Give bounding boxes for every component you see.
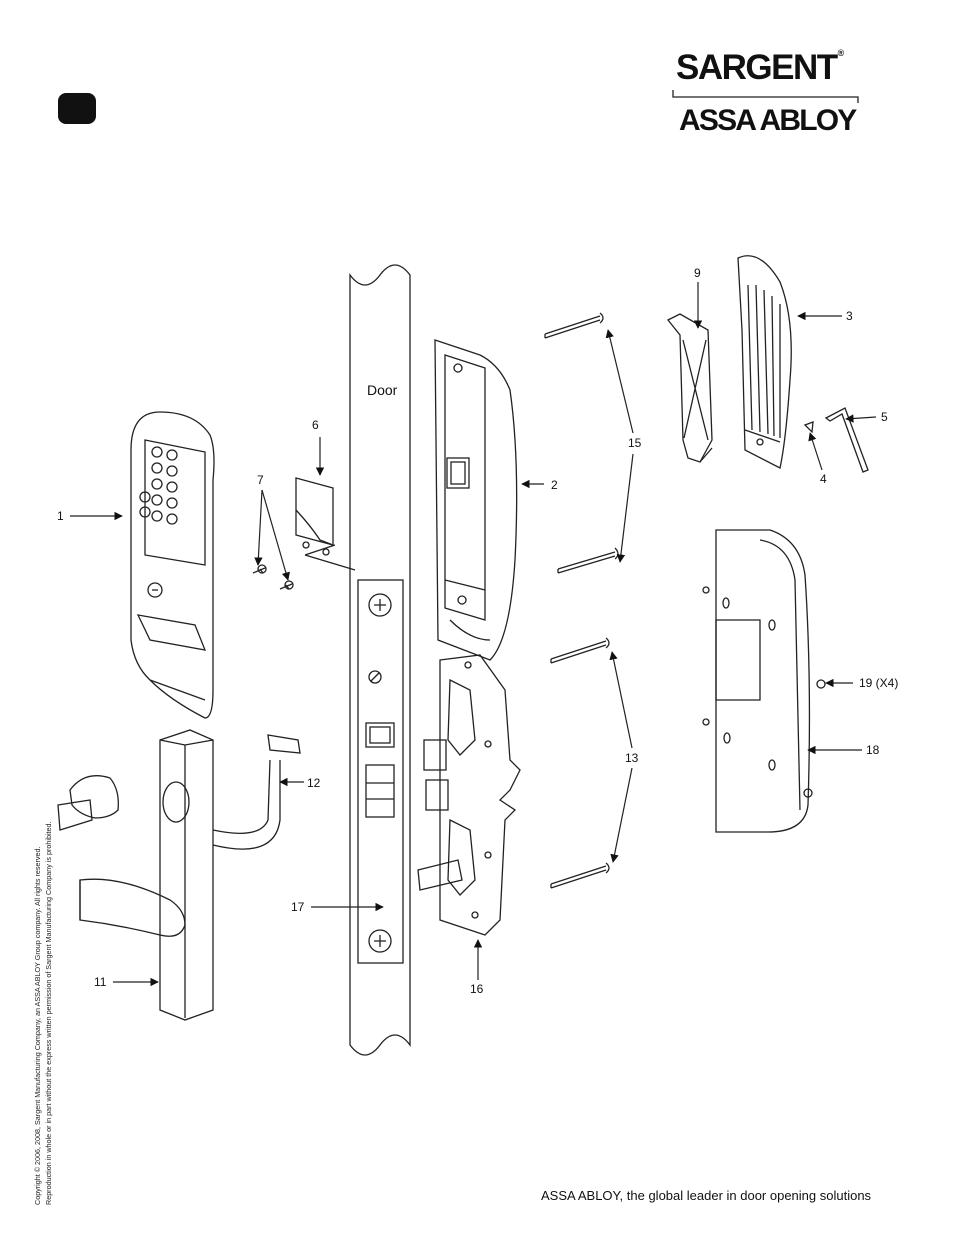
- mounting-screws-15: [544, 312, 619, 574]
- callout-6: 6: [312, 418, 319, 432]
- callout-16: 16: [470, 982, 484, 996]
- bracket-clip: [666, 313, 713, 463]
- callout-12: 12: [307, 776, 321, 790]
- callout-15: 15: [628, 436, 642, 450]
- callout-19: 19 (X4): [859, 676, 898, 690]
- set-screw-and-hex-key: [803, 407, 869, 473]
- mounting-plate-and-screws: [252, 477, 356, 590]
- callout-arrows: [70, 282, 877, 987]
- sargent-logo: SARGENT®: [676, 48, 844, 88]
- callout-7: 7: [257, 473, 264, 487]
- outer-cover: [702, 529, 826, 833]
- door-label: Door: [367, 382, 398, 398]
- assa-abloy-logo: ASSA ABLOY: [679, 104, 857, 137]
- callout-3: 3: [846, 309, 853, 323]
- inside-mounting-case: [434, 339, 518, 661]
- sargent-logo-text: SARGENT: [676, 48, 838, 87]
- callout-11: 11: [94, 975, 107, 989]
- lock-chassis: [417, 654, 521, 936]
- footer-tagline: ASSA ABLOY, the global leader in door op…: [541, 1188, 872, 1203]
- callout-1: 1: [57, 509, 64, 523]
- callout-18: 18: [866, 743, 880, 757]
- copyright-notice: Copyright © 2006, 2008, Sargent Manufact…: [32, 821, 54, 1205]
- keypad-escutcheon: [130, 411, 215, 719]
- callout-13: 13: [625, 751, 639, 765]
- callout-5: 5: [881, 410, 888, 424]
- mounting-screws-13: [550, 637, 610, 889]
- callout-4: 4: [820, 472, 827, 486]
- logo-bracket: [672, 90, 859, 103]
- callout-17: 17: [291, 900, 305, 914]
- callout-9: 9: [694, 266, 701, 280]
- registered-mark: ®: [837, 48, 845, 58]
- copyright-line-2: Reproduction in whole or in part without…: [44, 821, 53, 1205]
- outside-trim-and-lever: [57, 729, 301, 1021]
- ribbed-cover: [737, 255, 792, 469]
- door-edge: [349, 264, 411, 1056]
- callout-2: 2: [551, 478, 558, 492]
- copyright-line-1: Copyright © 2006, 2008, Sargent Manufact…: [33, 846, 42, 1205]
- section-badge: [58, 93, 96, 124]
